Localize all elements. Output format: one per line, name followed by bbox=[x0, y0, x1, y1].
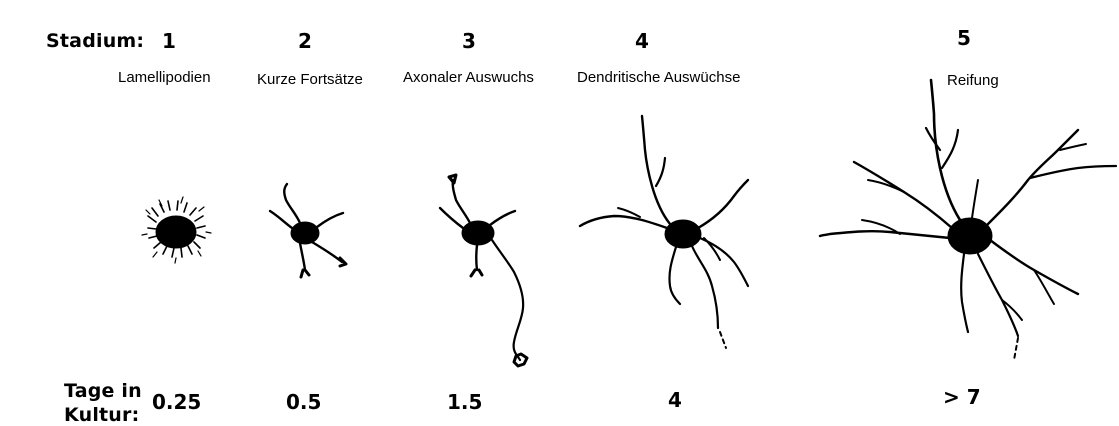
neuron-stage-5 bbox=[820, 80, 1116, 360]
neuron-stage-2 bbox=[270, 184, 346, 277]
neuron-stage-1 bbox=[142, 197, 211, 263]
neuron-stage-3 bbox=[440, 175, 527, 366]
neuron-stage-4 bbox=[580, 116, 748, 348]
